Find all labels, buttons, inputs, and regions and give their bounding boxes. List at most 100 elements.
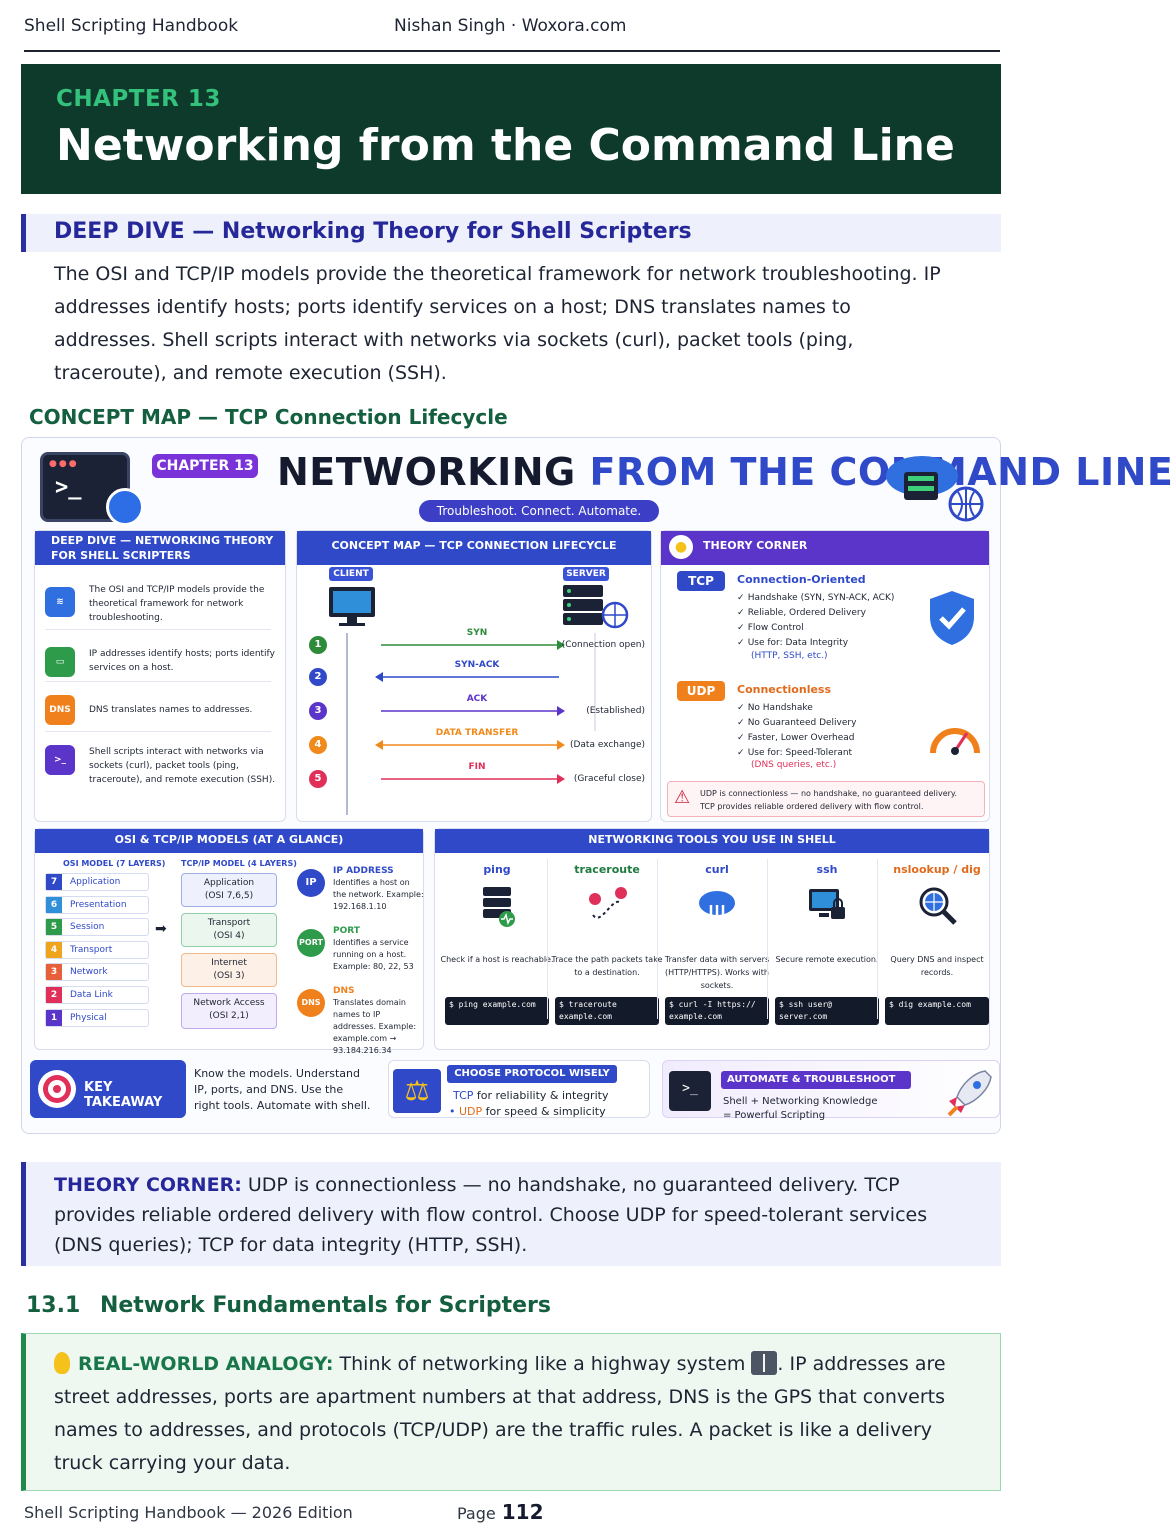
analogy-body-a: Think of networking like a highway syste… bbox=[339, 1353, 746, 1375]
page-number: 112 bbox=[501, 1500, 544, 1524]
divider bbox=[657, 859, 658, 1019]
osi-layer-name: Application bbox=[70, 877, 121, 887]
osi-layer-number: 7 bbox=[46, 874, 62, 890]
client-monitor-icon bbox=[329, 587, 375, 626]
dns-icon: DNS bbox=[297, 989, 325, 1017]
message-note: (Established) bbox=[586, 706, 645, 716]
shield-check-icon bbox=[930, 591, 974, 645]
divider bbox=[767, 859, 768, 1019]
step-number: 1 bbox=[309, 636, 327, 654]
message-note: (Graceful close) bbox=[573, 774, 645, 784]
tcpip-column-head: TCP/IP MODEL (4 LAYERS) bbox=[181, 859, 297, 868]
definition-text: Identifies a host on the network. Exampl… bbox=[333, 878, 424, 911]
message-note: (Connection open) bbox=[561, 640, 645, 650]
deep-dive-item-text: DNS translates names to addresses. bbox=[89, 705, 253, 715]
protocol-tcp-line: TCP for reliability & integrity bbox=[453, 1089, 608, 1102]
divider bbox=[547, 859, 548, 1019]
tcp-point: Use for: Data Integrity bbox=[737, 636, 894, 651]
server-label: SERVER bbox=[563, 567, 609, 581]
message-note: (Data exchange) bbox=[569, 740, 645, 750]
tool-description: Transfer data with servers (HTTP/HTTPS).… bbox=[664, 955, 770, 990]
tcpip-layer-box: Internet(OSI 3) bbox=[181, 953, 277, 987]
tcp-tag-inline: TCP bbox=[453, 1089, 474, 1102]
client-label: CLIENT bbox=[329, 567, 373, 581]
definition-text: Identifies a service running on a host. … bbox=[333, 938, 414, 971]
warning-box: ⚠ UDP is connectionless — no handshake, … bbox=[667, 781, 985, 817]
section-heading: 13.1 Network Fundamentals for Scripters bbox=[26, 1293, 551, 1318]
step-number: 4 bbox=[309, 736, 327, 754]
osi-layer-number: 4 bbox=[46, 941, 62, 958]
step-number: 5 bbox=[309, 770, 327, 788]
osi-layer-number: 6 bbox=[46, 896, 62, 913]
tool-name: ssh bbox=[816, 863, 838, 876]
chapter-title: Networking from the Command Line bbox=[56, 120, 955, 171]
osi-layer-row: 3 Network bbox=[45, 963, 149, 982]
tcp-note: (HTTP, SSH, etc.) bbox=[751, 651, 828, 661]
definition-title: PORT bbox=[333, 926, 360, 936]
highway-icon bbox=[751, 1351, 778, 1375]
chapter-banner: CHAPTER 13 Networking from the Command L… bbox=[21, 64, 1001, 194]
deep-dive-item-text: Shell scripts interact with networks via… bbox=[89, 747, 276, 785]
warning-line: TCP provides reliable ordered delivery w… bbox=[700, 802, 924, 811]
tool-command: $ ping example.com bbox=[445, 997, 549, 1025]
monitor-icon: ▭ bbox=[45, 647, 75, 677]
tool-name: nslookup / dig bbox=[893, 863, 981, 876]
protocol-udp-line: • UDP for speed & simplicity bbox=[449, 1105, 606, 1118]
osi-layer-name: Data Link bbox=[70, 990, 113, 1000]
tcpip-layer-box: Application(OSI 7,6,5) bbox=[181, 873, 277, 907]
analogy-body-b: . IP addresses are street addresses, por… bbox=[54, 1353, 946, 1474]
osi-layer-name: Network bbox=[70, 967, 108, 978]
tcp-text: for reliability & integrity bbox=[476, 1089, 609, 1102]
warning-line: UDP is connectionless — no handshake, no… bbox=[700, 789, 958, 798]
tcp-heading: Connection-Oriented bbox=[737, 573, 866, 586]
theory-corner-body: UDP is connectionless — no handshake, no… bbox=[54, 1174, 928, 1256]
key-takeaway-text: Know the models. Understand IP, ports, a… bbox=[194, 1067, 371, 1112]
tcp-list: Handshake (SYN, SYN-ACK, ACK) Reliable, … bbox=[737, 591, 895, 651]
automate-box: >_ AUTOMATE & TROUBLESHOOT Shell + Netwo… bbox=[662, 1060, 1000, 1121]
divider bbox=[45, 629, 271, 630]
key-takeaway-badge: KEY TAKEAWAY bbox=[30, 1060, 186, 1118]
tcpip-layer-text: (OSI 2,1) bbox=[209, 1011, 249, 1021]
tool-command: $ ssh user@ server.com bbox=[775, 997, 879, 1025]
section-title: Network Fundamentals for Scripters bbox=[99, 1293, 551, 1318]
osi-layer-number: 3 bbox=[46, 964, 62, 981]
osi-layer-row: 7 Application bbox=[45, 873, 149, 891]
tool-description: Secure remote execution. bbox=[775, 955, 879, 964]
tool-command: $ traceroute example.com bbox=[555, 997, 659, 1025]
deep-dive-panel-title: DEEP DIVE — NETWORKING THEORY FOR SHELL … bbox=[35, 531, 285, 565]
theory-panel-title: THEORY CORNER bbox=[661, 531, 989, 565]
theory-panel: THEORY CORNER ● TCP Connection-Oriented … bbox=[660, 530, 990, 822]
running-header: Shell Scripting Handbook Nishan Singh · … bbox=[24, 14, 1000, 52]
osi-layer-name: Physical bbox=[70, 1012, 107, 1023]
analogy-label: REAL-WORLD ANALOGY: bbox=[78, 1353, 334, 1375]
osi-layer-number: 5 bbox=[46, 919, 62, 936]
tool-name: curl bbox=[705, 863, 729, 876]
layers-icon: ≋ bbox=[45, 587, 75, 617]
analogy-text: REAL-WORLD ANALOGY: Think of networking … bbox=[54, 1348, 974, 1480]
protocol-title: CHOOSE PROTOCOL WISELY bbox=[447, 1065, 617, 1083]
osi-layer-number: 2 bbox=[46, 987, 62, 1003]
lightbulb-icon bbox=[54, 1352, 70, 1374]
theory-corner-label: THEORY CORNER: bbox=[54, 1174, 242, 1196]
automate-line: = Powerful Scripting bbox=[723, 1110, 826, 1121]
magnifier-globe-icon bbox=[919, 887, 957, 925]
deep-dive-body: The OSI and TCP/IP models provide the th… bbox=[54, 263, 941, 384]
tcpip-layer-text: Network Access bbox=[193, 998, 265, 1008]
key-takeaway-label: KEY TAKEAWAY bbox=[84, 1080, 163, 1110]
divider bbox=[45, 731, 271, 732]
automate-title: AUTOMATE & TROUBLESHOOT bbox=[721, 1071, 911, 1089]
window-dots: ●●● bbox=[49, 459, 79, 469]
author-site: Nishan Singh · Woxora.com bbox=[394, 16, 627, 36]
udp-list: No Handshake No Guaranteed Delivery Fast… bbox=[737, 701, 857, 761]
arrowhead bbox=[375, 740, 383, 750]
tcp-tag: TCP bbox=[677, 571, 725, 591]
server-pulse-icon bbox=[483, 887, 515, 927]
terminal-icon: ●●● >_ bbox=[40, 452, 130, 522]
